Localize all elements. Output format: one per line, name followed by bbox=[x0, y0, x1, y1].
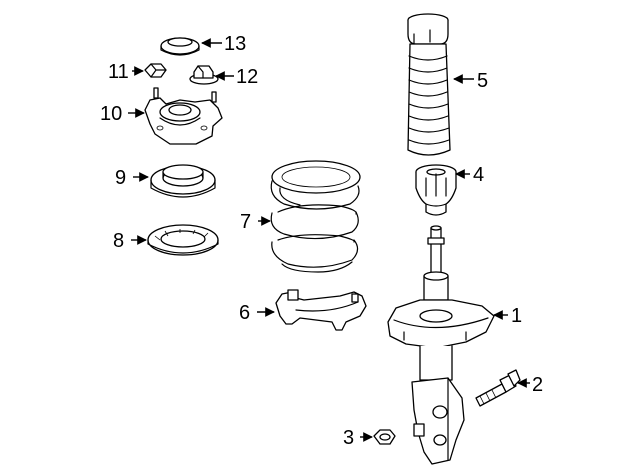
part-12-nut bbox=[189, 65, 219, 85]
part-6-lower-seat bbox=[275, 289, 367, 331]
part-10-strut-mount bbox=[144, 87, 223, 145]
callout-12: 12 bbox=[215, 66, 258, 88]
part-4-bump-stop bbox=[415, 164, 457, 216]
callout-9: 9 bbox=[115, 167, 149, 189]
callout-label-1: 1 bbox=[511, 305, 522, 327]
part-1-strut-assembly bbox=[387, 225, 495, 465]
callout-label-2: 2 bbox=[532, 374, 543, 396]
callout-1: 1 bbox=[493, 305, 522, 327]
callout-10: 10 bbox=[100, 103, 145, 125]
callout-13: 13 bbox=[201, 33, 246, 55]
callout-2: 2 bbox=[517, 374, 543, 396]
callout-7: 7 bbox=[240, 211, 271, 233]
part-2-bolt bbox=[475, 369, 521, 407]
callout-label-10: 10 bbox=[100, 103, 122, 125]
callout-5: 5 bbox=[453, 70, 488, 92]
part-8-spring-seat bbox=[147, 224, 219, 256]
callout-4: 4 bbox=[455, 164, 484, 186]
part-11-nut bbox=[144, 63, 167, 78]
callout-11: 11 bbox=[108, 61, 144, 83]
callout-6: 6 bbox=[239, 302, 275, 324]
part-7-coil-spring bbox=[270, 160, 361, 273]
callout-label-3: 3 bbox=[343, 427, 354, 449]
callout-8: 8 bbox=[113, 230, 147, 252]
part-3-nut bbox=[373, 429, 396, 445]
part-13-cap bbox=[160, 37, 200, 56]
callout-label-7: 7 bbox=[240, 211, 251, 233]
callout-3: 3 bbox=[343, 427, 373, 449]
part-9-bearing bbox=[150, 164, 216, 198]
callout-label-6: 6 bbox=[239, 302, 250, 324]
callout-label-8: 8 bbox=[113, 230, 124, 252]
callout-label-12: 12 bbox=[236, 66, 258, 88]
callout-label-5: 5 bbox=[477, 70, 488, 92]
callout-label-13: 13 bbox=[224, 33, 246, 55]
callout-label-4: 4 bbox=[473, 164, 484, 186]
callout-label-9: 9 bbox=[115, 167, 126, 189]
callout-label-11: 11 bbox=[108, 61, 129, 83]
part-5-dust-boot bbox=[407, 13, 451, 156]
